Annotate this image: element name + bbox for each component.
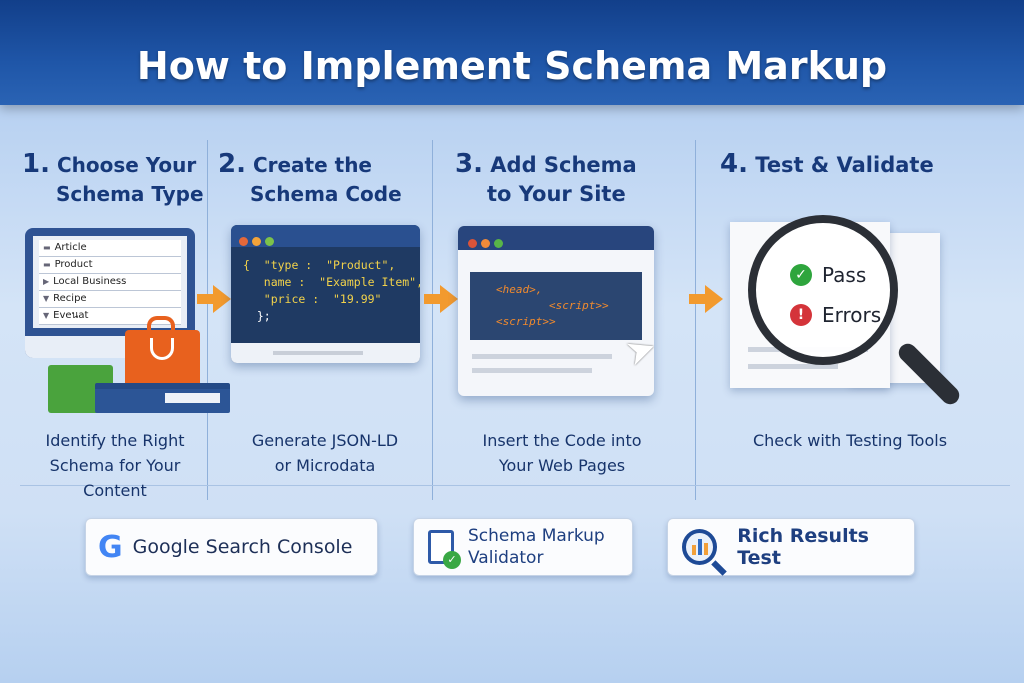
window-controls [231,225,420,247]
code-window: { "type : "Product", name : "Example Ite… [231,225,420,363]
google-search-console-button[interactable]: G Google Search Console [85,518,378,576]
google-logo-icon: G [98,529,123,565]
books-icon [95,383,230,413]
page-title: How to Implement Schema Markup [136,44,888,88]
arrow-icon [689,285,723,313]
cursor-icon: ➤ [619,326,654,375]
google-search-console-label: Google Search Console [132,536,353,558]
pass-label: Pass [822,263,867,287]
arrow-icon [424,285,458,313]
column-divider [207,140,208,500]
html-line: <script>> [496,299,609,312]
rich-results-label: Rich Results Test [737,525,869,569]
shopping-bag-icon [125,316,200,392]
column-divider [432,140,433,500]
chart-magnifier-icon [682,529,727,576]
code-line: { "type : "Product", [243,258,396,272]
errors-label: Errors [822,303,882,327]
code-line: }; [243,309,271,323]
step-4-title: 4. Test & Validate [720,149,934,179]
list-item: ▼Recipe [39,291,181,308]
schema-type-list: ▬Article ▬Product ▶Local Business ▼Recip… [33,236,187,328]
validator-label: Schema Markup [468,526,605,546]
list-item: ▼Eveนat [39,308,181,325]
list-item: ▶Local Business [39,274,181,291]
check-icon: ✓ [790,264,812,286]
browser-window: <head>, <script>> <script>> ➤ [458,226,654,396]
magnifier-icon: ✓ Pass ! Errors [748,215,898,365]
list-item: ▬Product [39,257,181,274]
arrow-icon [197,285,231,313]
error-icon: ! [790,304,812,326]
step-4-caption: Check with Testing Tools [752,431,948,450]
separator-line [20,485,1010,486]
validator-label-2: Validator [468,548,544,568]
header-band [0,0,1024,105]
clipboard-check-icon: ✓ [428,530,461,569]
html-line: <head>, [496,283,543,296]
rich-results-test-button[interactable]: Rich Results Test [667,518,915,576]
list-item: ▬Article [39,240,181,257]
code-line: name : "Example Item", [243,275,420,289]
html-line: <script>> [496,315,556,328]
code-line: "price : "19.99" [243,292,382,306]
window-controls [458,226,654,250]
column-divider [695,140,696,500]
